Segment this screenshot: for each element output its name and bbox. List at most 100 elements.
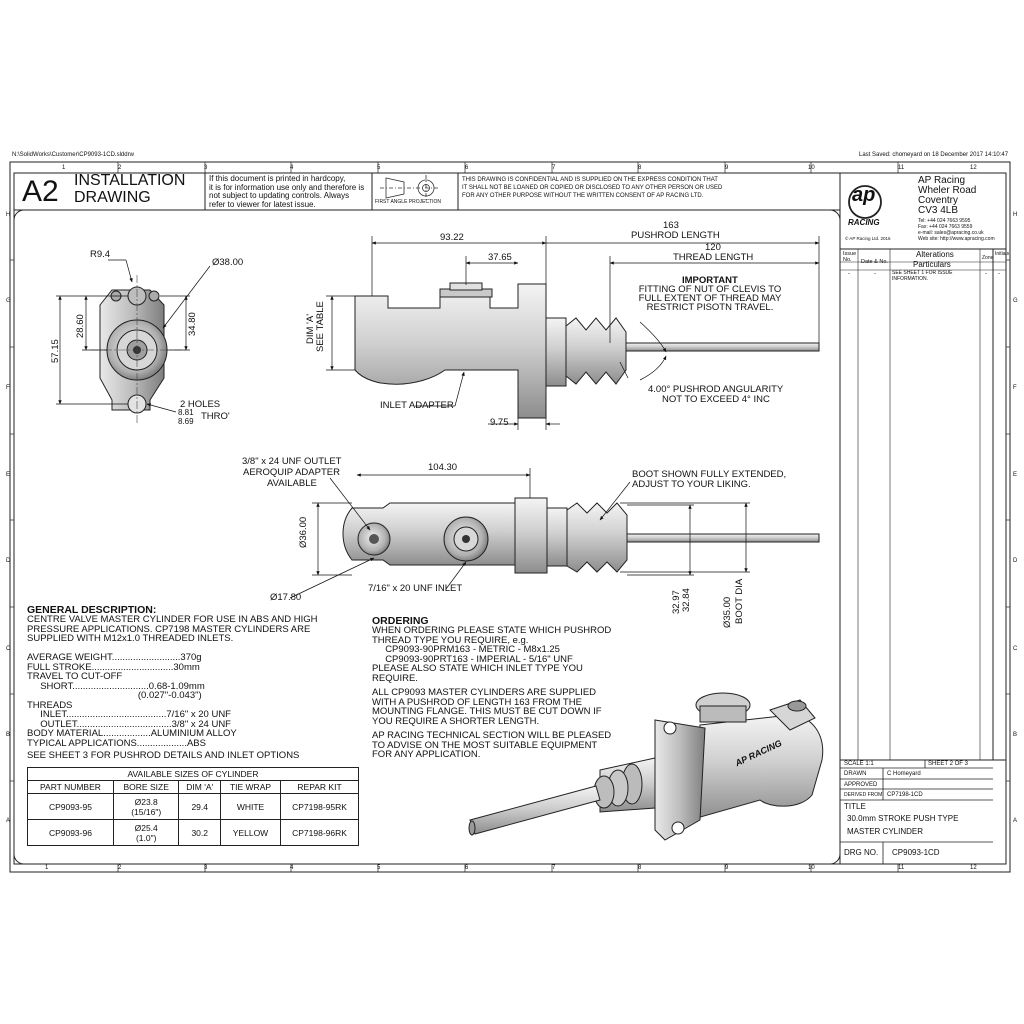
grid-bottom-4: 4 xyxy=(290,865,294,871)
cell-kit: CP7198-95RK xyxy=(280,793,359,820)
table-row: CP9093-96 Ø25.4(1.0") 30.2 YELLOW CP7198… xyxy=(27,819,359,846)
hardcopy-note-1: If this document is printed in hardcopy, xyxy=(209,174,346,183)
address-2: Wheler Road xyxy=(918,185,977,196)
grid-top-9: 9 xyxy=(725,165,729,171)
cell-kit: CP7198-96RK xyxy=(280,819,359,846)
ordering-line-15: FOR ANY APPLICATION. xyxy=(372,749,481,760)
address-3: Coventry xyxy=(918,195,959,206)
thread-length-label: THREAD LENGTH xyxy=(673,252,754,263)
tb-derived-value: CP7198-1CD xyxy=(887,792,923,798)
general-line-16: SEE SHEET 3 FOR PUSHROD DETAILS AND INLE… xyxy=(27,750,300,761)
grid-bottom-6: 6 xyxy=(465,865,469,871)
cell-dim: 29.4 xyxy=(178,793,221,820)
general-line-8: SHORT.............................0.68-1… xyxy=(27,680,205,692)
grid-row-e-right: E xyxy=(1013,472,1018,478)
boot-note-2: ADJUST TO YOUR LIKING. xyxy=(632,479,751,490)
grid-top-8: 8 xyxy=(638,165,642,171)
grid-row-a-right: A xyxy=(1013,818,1018,824)
dim-34-80: 34.80 xyxy=(187,312,198,336)
grid-bottom-12: 12 xyxy=(970,865,977,871)
dim-37-65: 37.65 xyxy=(488,252,512,263)
cell-wrap: WHITE xyxy=(219,793,282,820)
ordering-line-10: MOUNTING FLANGE. THIS MUST BE CUT DOWN I… xyxy=(372,706,602,717)
grid-bottom-7: 7 xyxy=(552,865,556,871)
holes-thro: THRO' xyxy=(201,411,230,422)
grid-bottom-3: 3 xyxy=(204,865,208,871)
cell-bore-mm: Ø25.4 xyxy=(134,822,158,833)
address-1: AP Racing xyxy=(918,175,966,186)
cell-wrap: YELLOW xyxy=(219,819,282,846)
alt-row-note-2: INFORMATION. xyxy=(892,276,929,282)
ordering-line-13: AP RACING TECHNICAL SECTION WILL BE PLEA… xyxy=(372,730,612,741)
ordering-line-6: REQUIRE. xyxy=(372,672,418,684)
grid-top-11: 11 xyxy=(898,165,905,171)
tb-title-line2: MASTER CYLINDER xyxy=(847,827,924,836)
important-title: IMPORTANT xyxy=(682,275,738,286)
grid-bottom-2: 2 xyxy=(118,865,122,871)
logo-racing: RACING xyxy=(848,218,880,227)
cell-bore: Ø25.4(1.0") xyxy=(112,819,180,846)
general-heading: GENERAL DESCRIPTION: xyxy=(27,604,157,616)
angularity-1: 4.00° PUSHROD ANGULARITY xyxy=(648,384,784,395)
col-bore-size: BORE SIZE xyxy=(112,780,180,794)
cell-part: CP9093-95 xyxy=(27,793,114,820)
grid-top-2: 2 xyxy=(118,165,122,171)
grid-row-d-right: D xyxy=(1013,558,1018,564)
confidential-2: IT SHALL NOT BE LOANED OR COPIED OR DISC… xyxy=(462,185,723,191)
ordering-line-4: CP9093-90PRT163 - IMPERIAL - 5/16" UNF xyxy=(372,653,573,665)
projection-label: FIRST ANGLE PROJECTION xyxy=(375,199,442,205)
dim-104-30: 104.30 xyxy=(428,462,458,473)
grid-top-12: 12 xyxy=(970,165,977,171)
general-line-3: SUPPLIED WITH M12x1.0 THREADED INLETS. xyxy=(27,633,234,644)
tb-derived-label: DERIVED FROM xyxy=(844,792,883,798)
general-line-6: FULL STROKE.............................… xyxy=(27,661,200,673)
general-line-1: CENTRE VALVE MASTER CYLINDER FOR USE IN … xyxy=(27,614,318,625)
inlet-thread-label: 7/16" x 20 UNF INLET xyxy=(368,583,463,594)
general-line-14: TYPICAL APPLICATIONS...................A… xyxy=(27,737,206,749)
ordering-line-5: PLEASE ALSO STATE WHICH INLET TYPE YOU xyxy=(372,663,583,674)
general-line-11: INLET...................................… xyxy=(27,709,231,720)
file-path: N:\SolidWorks\Customer\CP9093-1CD.slddrw xyxy=(12,152,134,158)
sizes-caption: AVAILABLE SIZES OF CYLINDER xyxy=(27,767,359,781)
grid-row-b-right: B xyxy=(1013,732,1018,738)
contact-tel: Tel: +44 024 7663 9595 xyxy=(918,218,971,224)
confidential-1: THIS DRAWING IS CONFIDENTIAL AND IS SUPP… xyxy=(462,177,718,183)
col-part-number: PART NUMBER xyxy=(27,780,114,794)
tb-drawn-value: C Homeyard xyxy=(887,771,921,777)
cell-bore-in: (1.0") xyxy=(135,832,157,843)
alt-row-zone: - xyxy=(985,271,987,277)
see-table-label: SEE TABLE xyxy=(315,301,326,352)
cell-bore-in: (15/16") xyxy=(131,806,162,817)
ordering-line-3: CP9093-90PRM163 - METRIC - M8x1.25 xyxy=(372,644,560,655)
alt-row-issue: - xyxy=(848,271,850,277)
ordering-line-9: WITH A PUSHROD OF LENGTH 163 FROM THE xyxy=(372,696,582,708)
cell-dim: 30.2 xyxy=(178,819,221,846)
general-line-2: PRESSURE APPLICATIONS. CP7198 MASTER CYL… xyxy=(27,623,311,635)
dim-dia38: Ø38.00 xyxy=(212,257,244,268)
holes-label: 2 HOLES xyxy=(180,399,221,410)
general-line-13: BODY MATERIAL..................ALUMINIUM… xyxy=(27,728,237,739)
table-row: CP9093-95 Ø23.8(15/16") 29.4 WHITE CP719… xyxy=(27,793,359,820)
cell-bore: Ø23.8(15/16") xyxy=(112,793,180,820)
grid-bottom-8: 8 xyxy=(638,865,642,871)
outlet-note-3: AVAILABLE xyxy=(267,478,317,489)
general-line-7: TRAVEL TO CUT-OFF xyxy=(27,671,123,682)
address-4: CV3 4LB xyxy=(918,205,959,216)
col-dim-a: DIM 'A' xyxy=(178,780,221,794)
angularity-2: NOT TO EXCEED 4° INC xyxy=(662,394,770,405)
cell-bore-mm: Ø23.8 xyxy=(134,796,158,807)
general-line-5: AVERAGE WEIGHT..........................… xyxy=(27,652,202,663)
tb-sheet: SHEET 2 OF 3 xyxy=(928,761,968,767)
ordering-heading: ORDERING xyxy=(372,615,429,627)
tb-approved-label: APPROVED xyxy=(844,782,878,788)
general-line-10: THREADS xyxy=(27,699,73,711)
sizes-table: AVAILABLE SIZES OF CYLINDER PART NUMBER … xyxy=(27,767,359,846)
tb-scale: SCALE 1:1 xyxy=(844,761,874,767)
dim-dia17-80: Ø17.80 xyxy=(270,592,302,603)
alt-header-initials: Initials xyxy=(995,251,1010,257)
grid-row-b: B xyxy=(6,732,11,738)
grid-top-3: 3 xyxy=(204,165,208,171)
important-line-1: FITTING OF NUT OF CLEVIS TO xyxy=(638,284,782,295)
holes-min: 8.69 xyxy=(178,417,194,426)
